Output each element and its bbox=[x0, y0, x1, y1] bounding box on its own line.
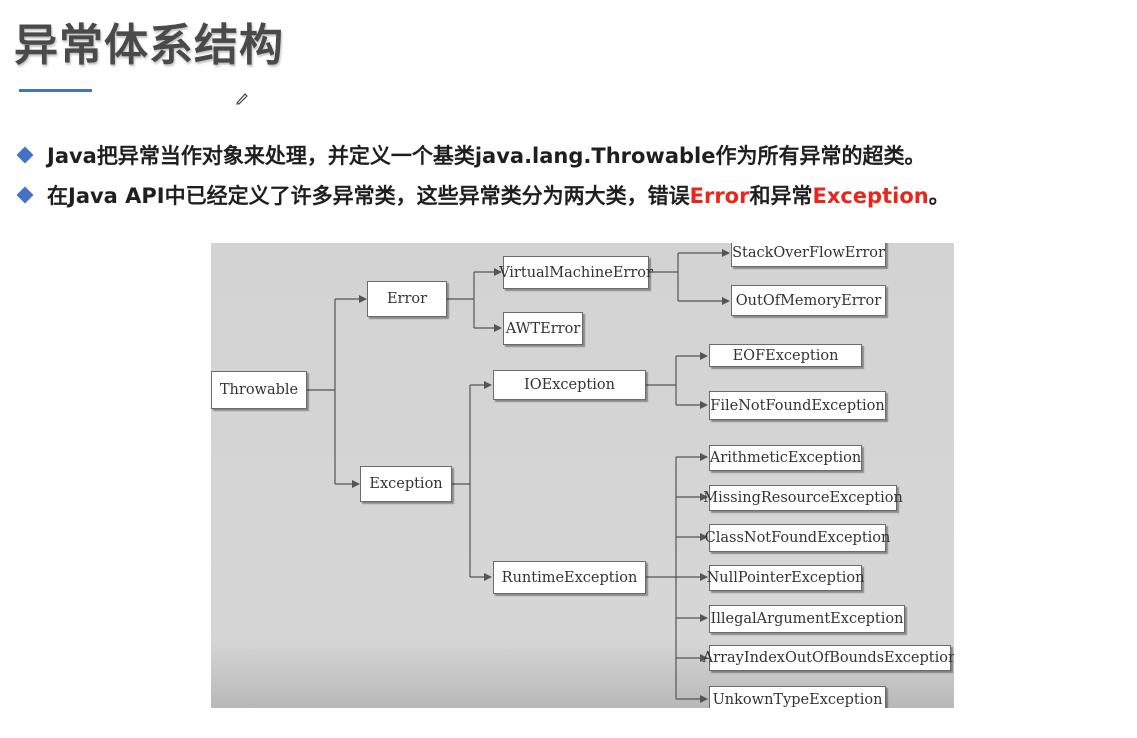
node-error: Error bbox=[367, 281, 447, 317]
connector-lines bbox=[307, 249, 730, 703]
node-exception: Exception bbox=[360, 466, 452, 502]
bullet-text-2-prefix: 在Java API中已经定义了许多异常类，这些异常类分为两大类，错误 bbox=[47, 184, 690, 208]
exception-highlight: Exception bbox=[812, 184, 929, 208]
node-io-exception: IOException bbox=[493, 370, 646, 400]
bullet-text-1: Java把异常当作对象来处理，并定义一个基类java.lang.Throwabl… bbox=[47, 144, 926, 168]
node-runtime-exception: RuntimeException bbox=[493, 561, 646, 594]
node-stack-overflow-error: StackOverFlowError bbox=[731, 243, 886, 267]
node-unknown-type-exception: UnkownTypeException bbox=[709, 686, 886, 708]
pen-cursor-icon bbox=[236, 93, 248, 105]
node-file-not-found-exception: FileNotFoundException bbox=[709, 391, 886, 420]
bullet-item-1: Java把异常当作对象来处理，并定义一个基类java.lang.Throwabl… bbox=[16, 140, 925, 170]
node-awt-error: AWTError bbox=[503, 312, 583, 345]
node-throwable: Throwable bbox=[211, 371, 307, 409]
node-eof-exception: EOFException bbox=[709, 344, 862, 367]
title-underline bbox=[19, 89, 92, 92]
node-out-of-memory-error: OutOfMemoryError bbox=[731, 285, 886, 316]
bullet-text-2-middle: 和异常 bbox=[749, 184, 813, 208]
node-missing-resource-exception: MissingResourceException bbox=[703, 485, 903, 511]
diamond-bullet-icon bbox=[16, 146, 34, 164]
node-illegal-argument-exception: IllegalArgumentException bbox=[709, 605, 905, 633]
node-null-pointer-exception: NullPointerException bbox=[707, 565, 864, 591]
bullet-text-2-suffix: 。 bbox=[928, 184, 950, 208]
node-virtual-machine-error: VirtualMachineError bbox=[499, 256, 653, 289]
node-class-not-found-exception: ClassNotFoundException bbox=[705, 524, 890, 552]
bullet-item-2: 在Java API中已经定义了许多异常类，这些异常类分为两大类，错误Error和… bbox=[16, 180, 950, 210]
page-title: 异常体系结构 bbox=[14, 20, 284, 71]
exception-hierarchy-diagram: Throwable Error Exception VirtualMachine… bbox=[211, 243, 954, 708]
error-highlight: Error bbox=[689, 184, 750, 208]
node-arithmetic-exception: ArithmeticException bbox=[709, 445, 862, 471]
diamond-bullet-icon bbox=[16, 186, 34, 204]
node-array-index-out-of-bounds-exception: ArrayIndexOutOfBoundsException bbox=[703, 645, 954, 671]
